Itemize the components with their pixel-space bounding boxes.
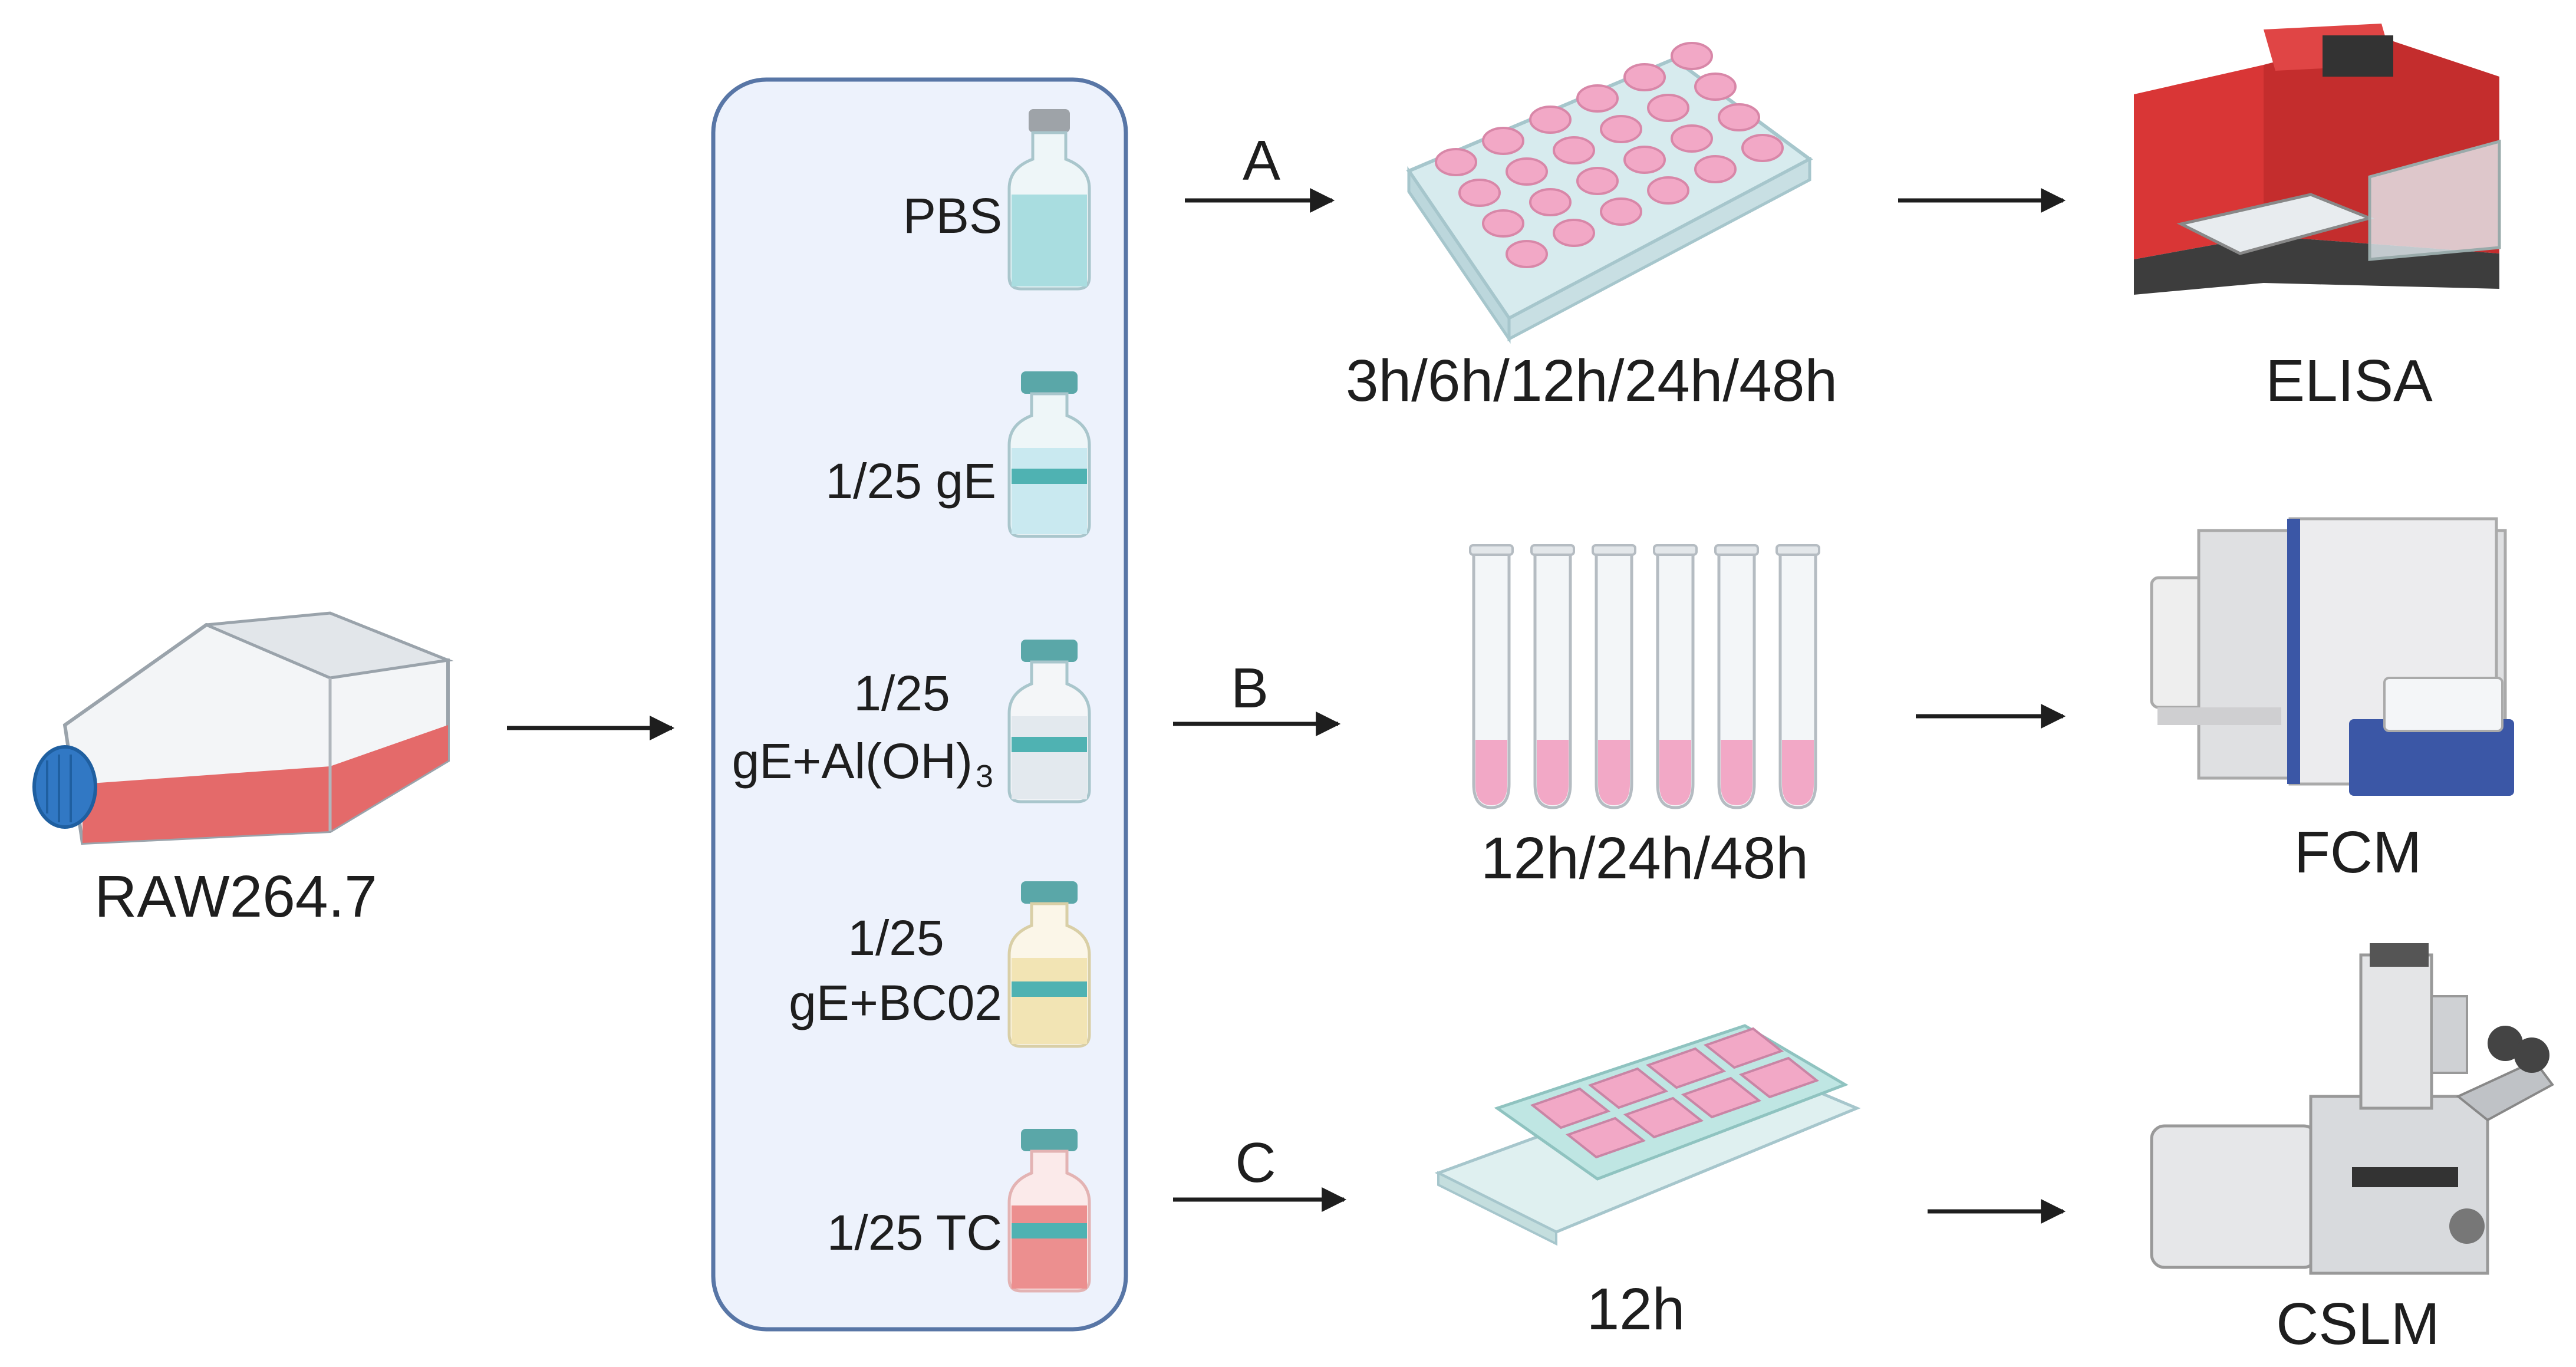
slide-chamber bbox=[1703, 1027, 1784, 1069]
plate-well bbox=[1458, 179, 1501, 207]
vial-icon bbox=[1007, 1129, 1091, 1293]
plate-well bbox=[1435, 148, 1477, 176]
plate-well bbox=[1553, 136, 1595, 164]
timepoints-c: 12h bbox=[1587, 1276, 1685, 1342]
vial-icon bbox=[1007, 371, 1091, 538]
plate-well bbox=[1506, 240, 1548, 268]
plate-well bbox=[1553, 219, 1595, 247]
treatment-label-tc: 1/25 TC bbox=[827, 1205, 1002, 1260]
plate-well bbox=[1600, 197, 1642, 226]
slide-chamber bbox=[1645, 1047, 1727, 1089]
timepoints-a: 3h/6h/12h/24h/48h bbox=[1346, 348, 1837, 414]
flow-cytometer-icon bbox=[2150, 517, 2514, 796]
test-tube-rack bbox=[1469, 544, 1820, 809]
treatment-label-ge-aloh3: gE+Al(OH) bbox=[732, 733, 973, 789]
treatment-label-ge-bc02: gE+BC02 bbox=[789, 975, 1002, 1030]
test-tube-icon bbox=[1592, 544, 1636, 809]
slide-chamber bbox=[1530, 1087, 1611, 1129]
branch-letter-b: B bbox=[1231, 657, 1269, 720]
slide-chamber bbox=[1623, 1096, 1704, 1139]
vial-icon bbox=[1007, 109, 1091, 291]
treatment-label-ge-aloh3-subscript: 3 bbox=[976, 759, 993, 794]
branch-letter-c: C bbox=[1235, 1131, 1276, 1194]
test-tube-icon bbox=[1530, 544, 1575, 809]
plate-well bbox=[1647, 94, 1689, 122]
plate-well bbox=[1671, 124, 1713, 153]
test-tube-icon bbox=[1775, 544, 1820, 809]
treatment-label-ge: 1/25 gE bbox=[825, 453, 996, 509]
vial-icon bbox=[1007, 640, 1091, 803]
plate-well bbox=[1506, 157, 1548, 186]
test-tube-icon bbox=[1714, 544, 1759, 809]
treatment-label-pbs: PBS bbox=[903, 188, 1002, 243]
plate-well bbox=[1694, 155, 1737, 183]
slide-chamber bbox=[1565, 1116, 1646, 1159]
plate-well bbox=[1529, 106, 1572, 134]
culture-flask-icon bbox=[32, 611, 454, 845]
cell-line-label: RAW264.7 bbox=[94, 864, 377, 930]
timepoints-b: 12h/24h/48h bbox=[1481, 825, 1809, 891]
test-tube-icon bbox=[1469, 544, 1514, 809]
branch-letter-a: A bbox=[1243, 129, 1280, 192]
assay-label-cslm: CSLM bbox=[2276, 1291, 2440, 1357]
plate-well bbox=[1718, 103, 1760, 131]
assay-label-fcm: FCM bbox=[2294, 819, 2422, 885]
slide-chamber bbox=[1738, 1056, 1820, 1099]
slide-chamber bbox=[1681, 1076, 1762, 1119]
chamber-slide-icon bbox=[1434, 1024, 1861, 1246]
plate-well bbox=[1741, 134, 1784, 162]
plate-well bbox=[1576, 84, 1619, 113]
confocal-microscope-icon bbox=[2150, 943, 2554, 1275]
well-plate-icon bbox=[1406, 42, 1813, 344]
assay-label-elisa: ELISA bbox=[2265, 348, 2433, 414]
plate-well bbox=[1623, 63, 1666, 91]
plate-well bbox=[1600, 115, 1642, 143]
treatment-label-ge-bc02-dose: 1/25 bbox=[848, 910, 944, 966]
plate-well bbox=[1671, 42, 1713, 70]
test-tube-icon bbox=[1653, 544, 1698, 809]
plate-well bbox=[1623, 146, 1666, 174]
plate-well bbox=[1576, 167, 1619, 195]
treatment-label-ge-aloh3-dose: 1/25 bbox=[854, 666, 950, 721]
plate-well bbox=[1647, 176, 1689, 205]
plate-well bbox=[1482, 209, 1524, 238]
elisa-reader-icon bbox=[2134, 24, 2501, 295]
plate-well bbox=[1482, 127, 1524, 155]
slide-chamber bbox=[1587, 1067, 1669, 1109]
vial-icon bbox=[1007, 881, 1091, 1048]
plate-well bbox=[1529, 188, 1572, 216]
plate-well bbox=[1694, 73, 1737, 101]
